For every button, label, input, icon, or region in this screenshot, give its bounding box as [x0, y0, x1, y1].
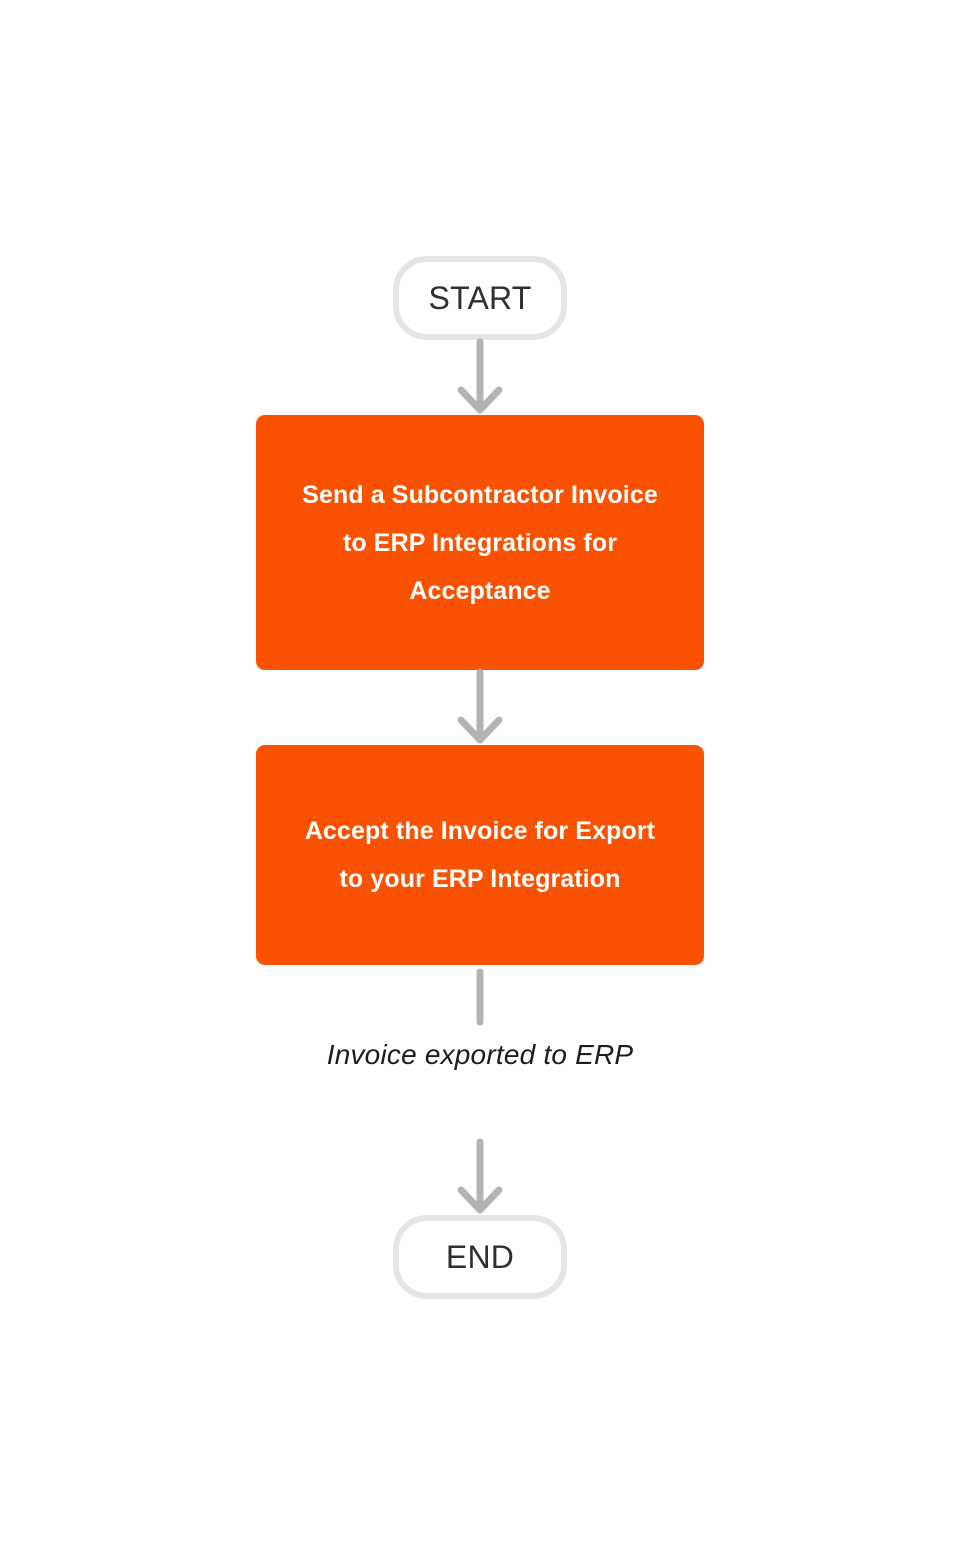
flowchart-node-end[interactable]: END [393, 1215, 567, 1299]
edge-label-to-end [450, 1138, 510, 1216]
edge-step2-to-label [450, 968, 510, 1028]
edge-label-invoice-exported: Invoice exported to ERP [310, 1031, 650, 1079]
flowchart-node-step-2[interactable]: Accept the Invoice for Export to your ER… [256, 745, 704, 965]
edge-start-to-step1 [450, 338, 510, 416]
node-end-label: END [445, 1239, 515, 1275]
edge-step1-to-step2 [450, 668, 510, 746]
flowchart-node-step-1[interactable]: Send a Subcontractor Invoice to ERP Inte… [256, 415, 704, 670]
arrowhead-down-icon [457, 716, 503, 744]
node-step-1-label: Send a Subcontractor Invoice to ERP Inte… [302, 480, 658, 605]
node-step-2-label: Accept the Invoice for Export to your ER… [304, 817, 656, 893]
arrowhead-down-icon [457, 1186, 503, 1214]
node-start-label: START [428, 280, 532, 316]
arrowhead-down-icon [457, 386, 503, 414]
flowchart-node-start[interactable]: START [393, 256, 567, 340]
edge-label-text: Invoice exported to ERP [326, 1039, 634, 1070]
